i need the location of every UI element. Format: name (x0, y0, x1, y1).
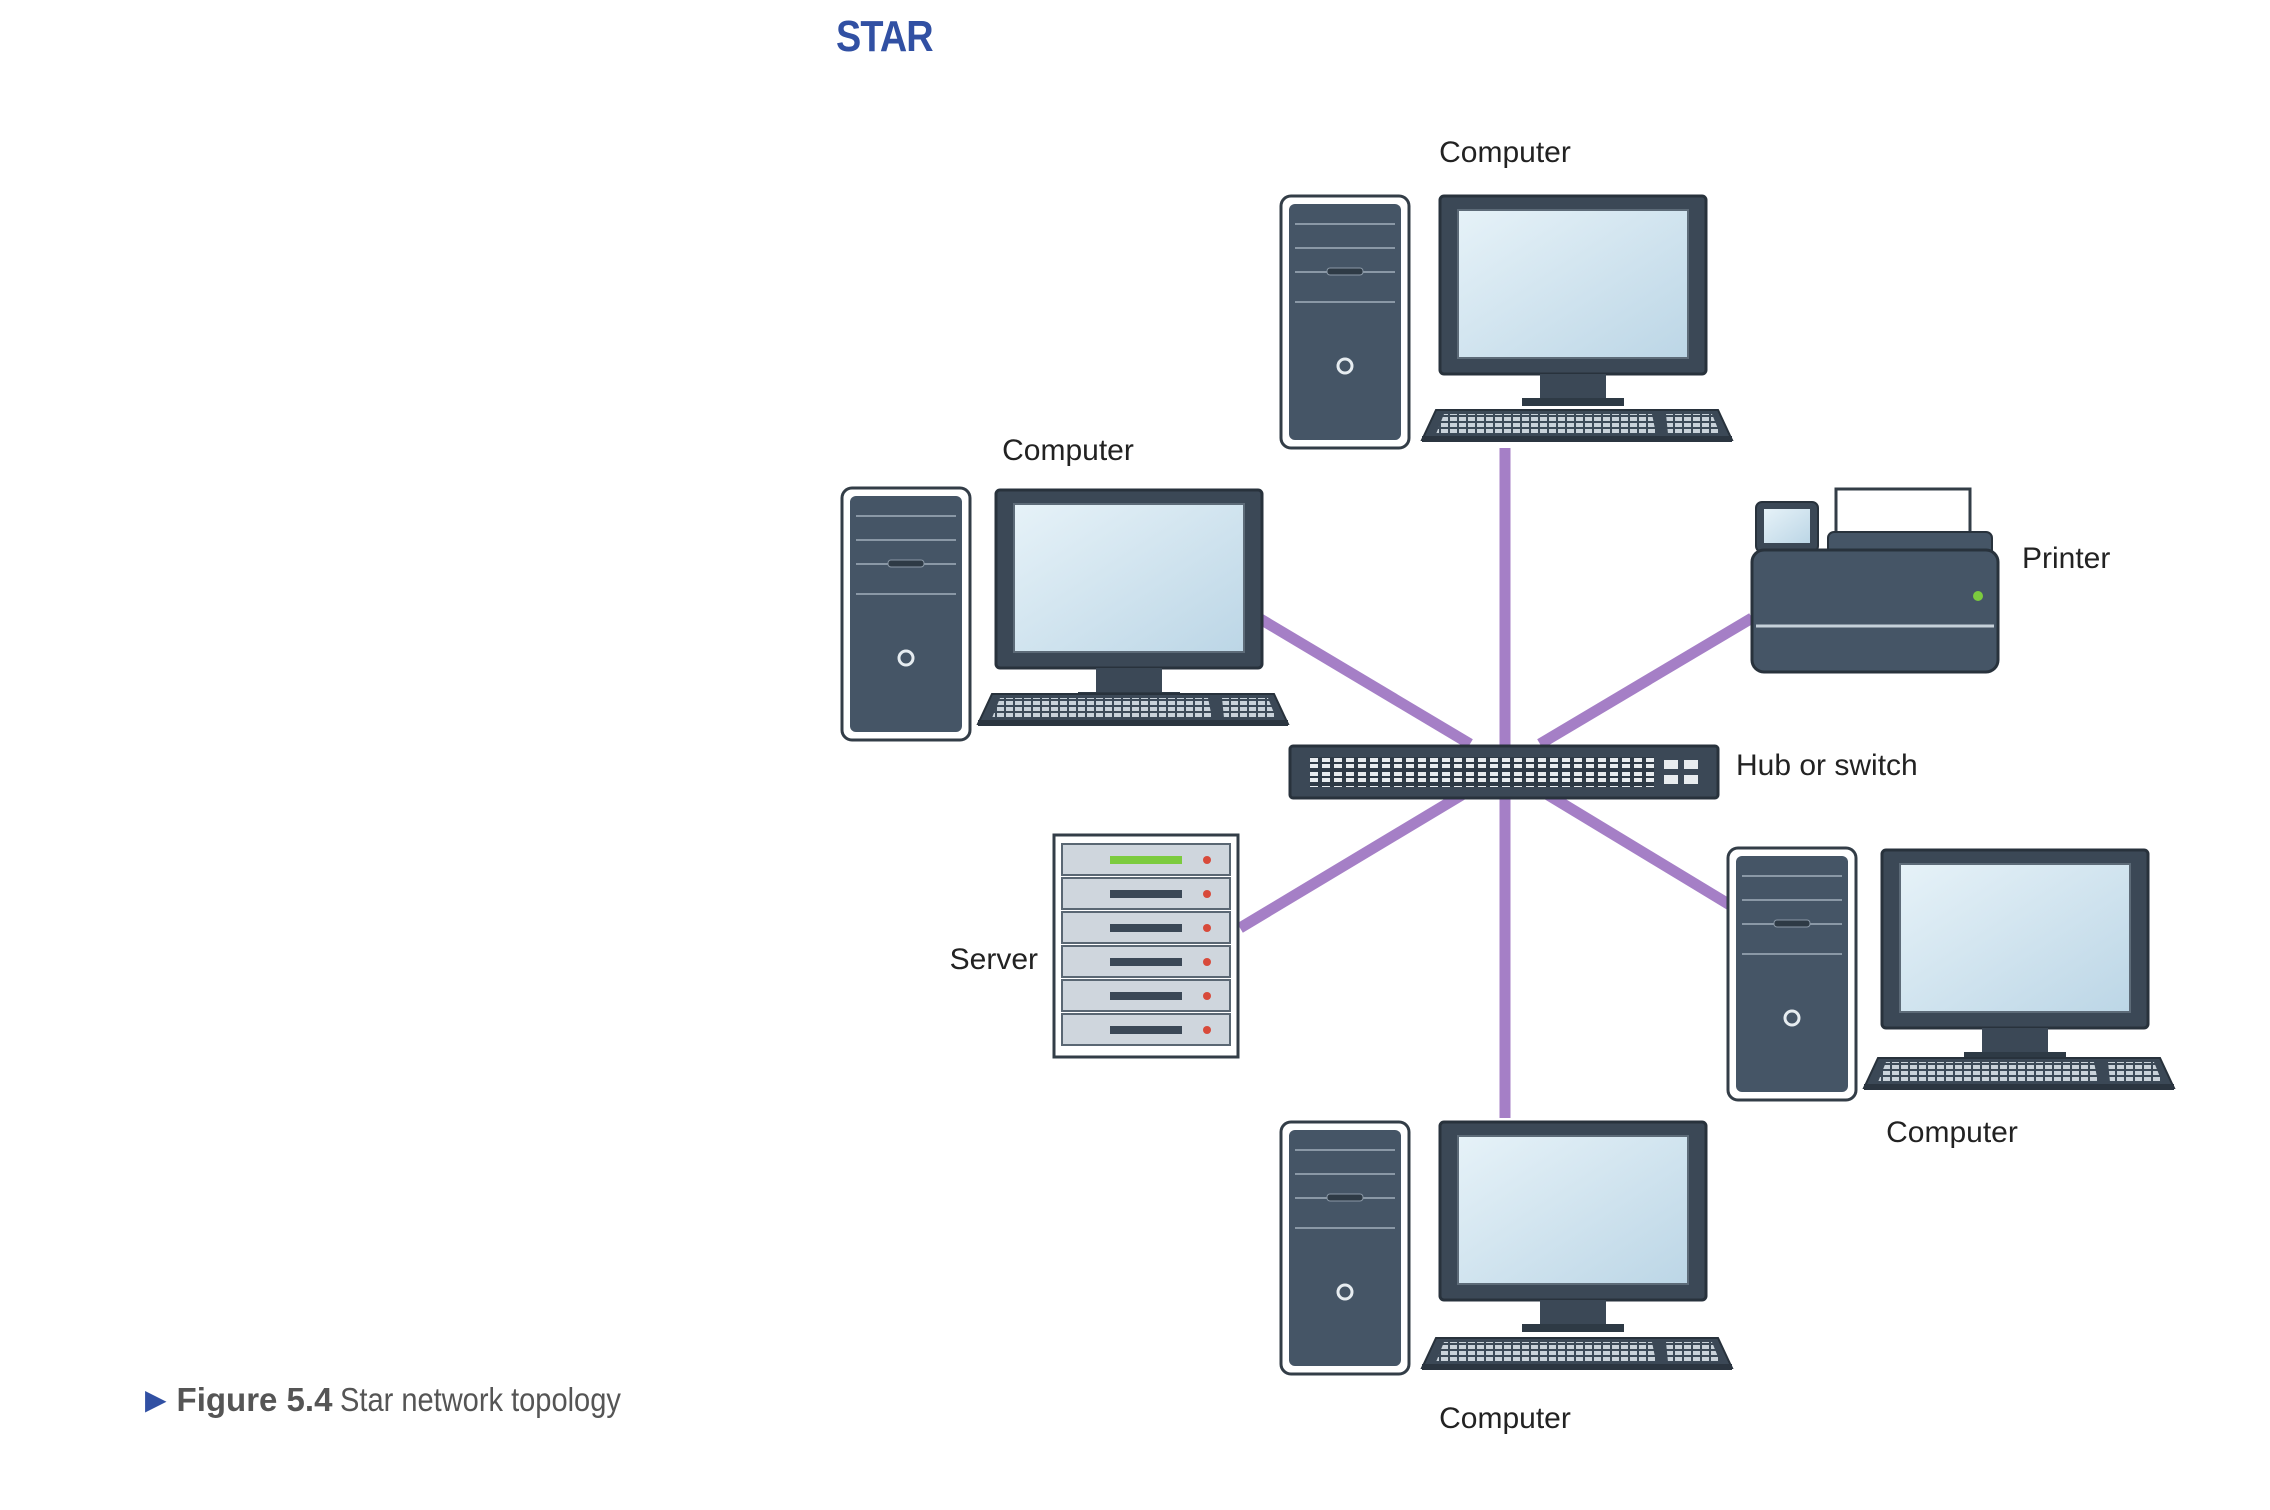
server-unit (1061, 911, 1231, 944)
label-computer-left: Computer (1002, 434, 1134, 467)
label-computer-top: Computer (1439, 136, 1571, 169)
caption-arrow-icon: ▶ (145, 1384, 167, 1415)
link-computer-right (1537, 785, 1733, 910)
label-hub-switch: Hub or switch (1736, 749, 1918, 782)
computer-left (840, 486, 1289, 742)
label-printer: Printer (2022, 542, 2110, 575)
computer-top (1279, 194, 1733, 450)
label-computer-right: Computer (1886, 1116, 2018, 1149)
computer-right (1726, 846, 2175, 1102)
label-server: Server (950, 943, 1038, 976)
computer-bottom (1279, 1120, 1733, 1376)
diagram-heading: STAR (836, 12, 934, 61)
server-unit (1061, 877, 1231, 910)
server-icon (1052, 833, 1240, 1059)
link-computer-left (1249, 609, 1473, 749)
server-unit (1061, 945, 1231, 978)
link-printer (1537, 613, 1755, 749)
link-server (1237, 785, 1473, 933)
figure-number: Figure 5.4 (176, 1381, 333, 1418)
hub-switch-icon (1288, 744, 1720, 800)
server-unit (1061, 1013, 1231, 1046)
network-links (1237, 448, 1755, 1118)
figure-title: Star network topology (340, 1381, 622, 1418)
printer-icon (1750, 487, 2000, 674)
label-computer-bottom: Computer (1439, 1402, 1571, 1435)
server-unit (1061, 979, 1231, 1012)
server-unit (1061, 843, 1231, 876)
